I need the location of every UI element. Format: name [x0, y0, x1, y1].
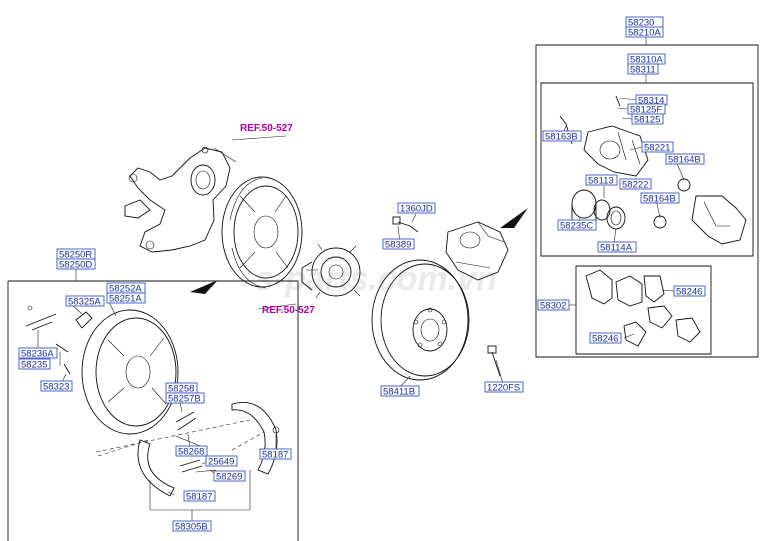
part-label[interactable]: 58323 [43, 382, 69, 393]
part-label[interactable]: 58258 [168, 384, 194, 395]
ref-label-knuckle[interactable]: REF.50-527 [240, 123, 293, 134]
bolt-1360jd [397, 221, 419, 233]
ref-label-hub[interactable]: REF.50-527 [262, 305, 315, 316]
parking-lever [25, 305, 57, 331]
part-label[interactable]: 58230 [628, 18, 654, 29]
part-label[interactable]: 1220FS [487, 383, 520, 394]
part-label[interactable]: 58302 [540, 301, 566, 312]
part-label[interactable]: 58246 [676, 287, 702, 298]
part-label[interactable]: 58268 [178, 447, 204, 458]
adjuster-and-springs [175, 411, 280, 473]
part-label[interactable]: 58222 [622, 180, 648, 191]
part-label[interactable]: 58305B [175, 522, 208, 533]
part-label[interactable]: 58310A [630, 55, 663, 66]
part-label[interactable]: 58114A [600, 243, 633, 254]
part-label[interactable]: 1360JD [400, 204, 433, 215]
arrow-backing-plate [190, 280, 218, 294]
arrow-caliper [500, 208, 528, 228]
part-label[interactable]: 58125 [634, 115, 660, 126]
caliper-inner-frame [540, 82, 754, 257]
part-label[interactable]: 58325A [68, 297, 101, 308]
part-label[interactable]: 58187 [186, 492, 212, 503]
caliper-bracket [691, 195, 747, 245]
part-label[interactable]: 58389 [385, 240, 411, 251]
part-label[interactable]: 58246 [592, 334, 618, 345]
part-label[interactable]: 58113 [588, 176, 614, 187]
part-label[interactable]: 58163B [545, 132, 578, 143]
watermark: s-parts.com.vn [255, 260, 497, 298]
part-label[interactable]: 58164B [668, 155, 701, 166]
part-label[interactable]: 58221 [644, 143, 670, 154]
leader-lines [37, 37, 685, 521]
part-label[interactable]: 58235 [21, 360, 47, 371]
part-label[interactable]: 58164B [643, 194, 676, 205]
caliper-assembly [445, 221, 509, 281]
hub-bearing [301, 243, 361, 299]
caliper-kit-frame [535, 44, 759, 358]
part-label[interactable]: 25649 [208, 457, 234, 468]
pad-kit-frame [575, 265, 712, 355]
brake-disc [371, 259, 470, 381]
backing-plate-upper [221, 176, 303, 289]
part-label[interactable]: 58235C [560, 221, 593, 232]
part-label[interactable]: 58250D [59, 260, 92, 271]
parking-brake-frame [8, 280, 299, 541]
part-label[interactable]: 58314 [638, 96, 664, 107]
pin-58235 [55, 343, 69, 353]
part-label[interactable]: 58252A [109, 284, 142, 295]
part-label[interactable]: 58257B [168, 394, 201, 405]
caliper-housing [583, 125, 649, 177]
brake-shoe-right [231, 402, 278, 475]
part-label[interactable]: 58210A [628, 28, 661, 39]
backing-plate-lower [81, 309, 179, 435]
part-label[interactable]: 58187 [262, 450, 288, 461]
brake-shoe-left [137, 439, 175, 497]
brake-pads [585, 269, 701, 347]
pin-58323 [63, 363, 71, 375]
knuckle [124, 146, 237, 253]
part-label[interactable]: 58125F [630, 105, 662, 116]
part-label[interactable]: 58236A [21, 349, 54, 360]
bolt-1220fs [491, 351, 501, 377]
strut-58325a [75, 311, 93, 329]
part-label[interactable]: 58251A [109, 294, 142, 305]
part-label[interactable]: 58311 [630, 65, 656, 76]
part-label[interactable]: 58411B [383, 387, 415, 398]
part-label[interactable]: 58250R [59, 250, 92, 261]
part-label[interactable]: 58269 [216, 472, 242, 483]
